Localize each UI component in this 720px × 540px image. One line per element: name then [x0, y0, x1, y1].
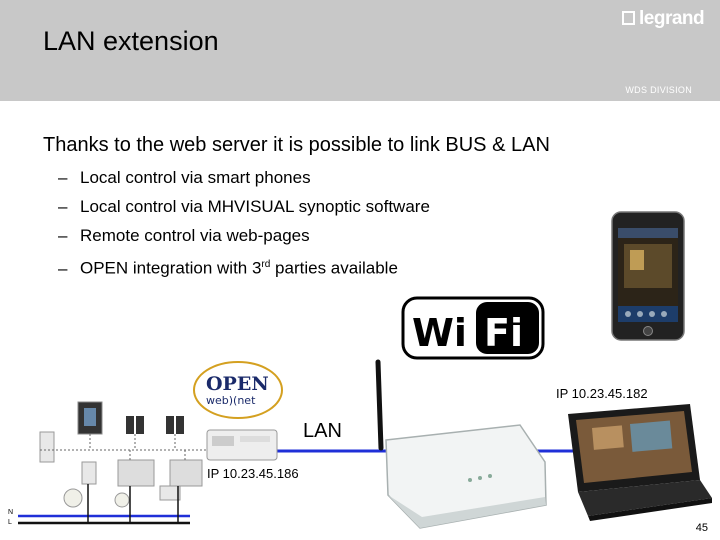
bullet-dash: – [58, 258, 68, 278]
legrand-mark-icon [622, 11, 635, 25]
line-label: L [8, 519, 12, 526]
smartphone-icon [611, 211, 685, 341]
power-drops [87, 484, 179, 523]
open-logo-bottom: web)(net [206, 394, 256, 407]
division-label: WDS DIVISION [625, 85, 692, 95]
bullet-text-pre: OPEN integration with 3 [80, 258, 262, 278]
open-logo-top: OPEN [206, 373, 269, 395]
server-ip-label: IP 10.23.45.186 [207, 466, 299, 481]
list-item: –Local control via MHVISUAL synoptic sof… [58, 195, 430, 224]
router-ip-label: IP 10.23.45.182 [556, 386, 648, 401]
slide-title: LAN extension [43, 26, 219, 56]
web-server-module-icon [206, 429, 278, 461]
bullet-list: –Local control via smart phones –Local c… [58, 166, 430, 282]
wifi-logo: Wi Fi [401, 296, 545, 360]
bus-wiring [40, 434, 207, 460]
legrand-logo: legrand [622, 8, 705, 30]
bullet-dash: – [58, 197, 68, 216]
brand-name: legrand [639, 8, 705, 29]
bullet-dash: – [58, 226, 68, 245]
header-band [0, 0, 720, 101]
bullet-text: Remote control via web-pages [80, 226, 310, 245]
router-icon [375, 359, 547, 529]
wifi-logo-right: Fi [484, 311, 523, 355]
bus-devices-icon [39, 401, 203, 508]
bullet-text-post: parties available [270, 258, 398, 278]
list-item: –Local control via smart phones [58, 166, 430, 195]
laptop-icon [568, 404, 712, 521]
page-number: 45 [695, 522, 708, 534]
wifi-logo-left: Wi [412, 311, 467, 355]
open-webnet-logo: OPEN web)(net [193, 361, 283, 419]
bullet-text-sup: rd [261, 259, 271, 270]
neutral-label: N [8, 509, 14, 516]
bullet-text: Local control via smart phones [80, 168, 311, 187]
lead-text: Thanks to the web server it is possible … [43, 134, 550, 156]
bullet-text: Local control via MHVISUAL synoptic soft… [80, 197, 430, 216]
lan-label: LAN [303, 420, 342, 442]
list-item: –OPEN integration with 3rd parties avail… [58, 253, 430, 282]
list-item: –Remote control via web-pages [58, 224, 430, 253]
bullet-dash: – [58, 168, 68, 187]
